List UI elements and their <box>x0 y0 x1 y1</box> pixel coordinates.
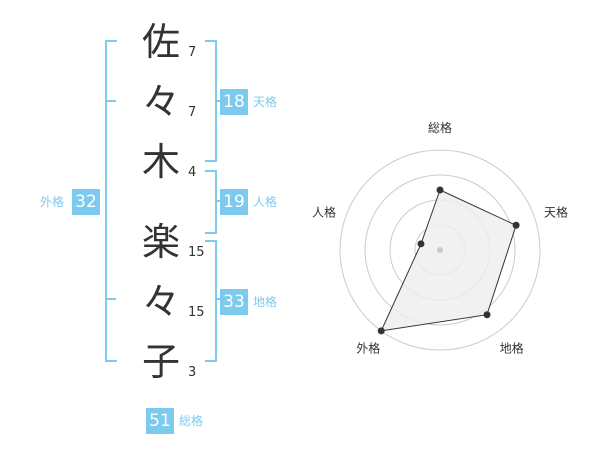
radar-axis-label-1: 総格 <box>428 120 452 135</box>
name-char-5: 々 <box>141 280 180 324</box>
jinkaku-label: 人格 <box>253 195 278 209</box>
jinkaku-badge: 19 <box>220 189 248 215</box>
radar-axis-label-5: 人格 <box>312 204 336 219</box>
gaikaku-bracket <box>105 40 117 362</box>
gaikaku-badge: 32 <box>72 189 100 215</box>
soukaku-badge: 51 <box>146 408 174 434</box>
radar-axis-label-2: 天格 <box>544 204 568 219</box>
name-char-3: 木 <box>141 140 180 184</box>
name-char-1: 佐 <box>141 20 180 64</box>
name-char-6: 子 <box>141 340 180 384</box>
name-char-2: 々 <box>141 80 180 124</box>
radar-axis-label-3: 地格 <box>500 341 524 356</box>
stroke-count-4: 15 <box>188 245 205 260</box>
name-char-4: 楽 <box>141 220 180 264</box>
stroke-count-6: 3 <box>188 365 197 380</box>
chikaku-badge: 33 <box>220 289 248 315</box>
gaikaku-bracket-tick <box>105 100 116 102</box>
radar-point-4 <box>377 327 385 335</box>
radar-axis-label-4: 外格 <box>356 341 380 356</box>
gaikaku-bracket-tick <box>105 298 116 300</box>
radar-grid-ring <box>364 174 516 326</box>
stroke-count-3: 4 <box>188 165 197 180</box>
chikaku-label: 地格 <box>253 295 278 309</box>
tenkaku-badge: 18 <box>220 89 248 115</box>
tenkaku-label: 天格 <box>253 95 278 109</box>
radar-point-1 <box>436 186 444 194</box>
stroke-count-1: 7 <box>188 45 197 60</box>
radar-series-polygon <box>380 189 517 332</box>
radar-grid-ring <box>339 149 541 351</box>
gaikaku-label: 外格 <box>40 195 65 209</box>
radar-point-3 <box>483 311 491 319</box>
radar-point-2 <box>512 221 520 229</box>
radar-center-dot <box>437 247 443 253</box>
stroke-count-2: 7 <box>188 105 197 120</box>
radar-point-5 <box>417 240 425 248</box>
chikaku-bracket <box>205 240 217 362</box>
jinkaku-bracket <box>205 170 217 234</box>
soukaku-label: 総格 <box>179 414 204 428</box>
stroke-count-5: 15 <box>188 305 205 320</box>
